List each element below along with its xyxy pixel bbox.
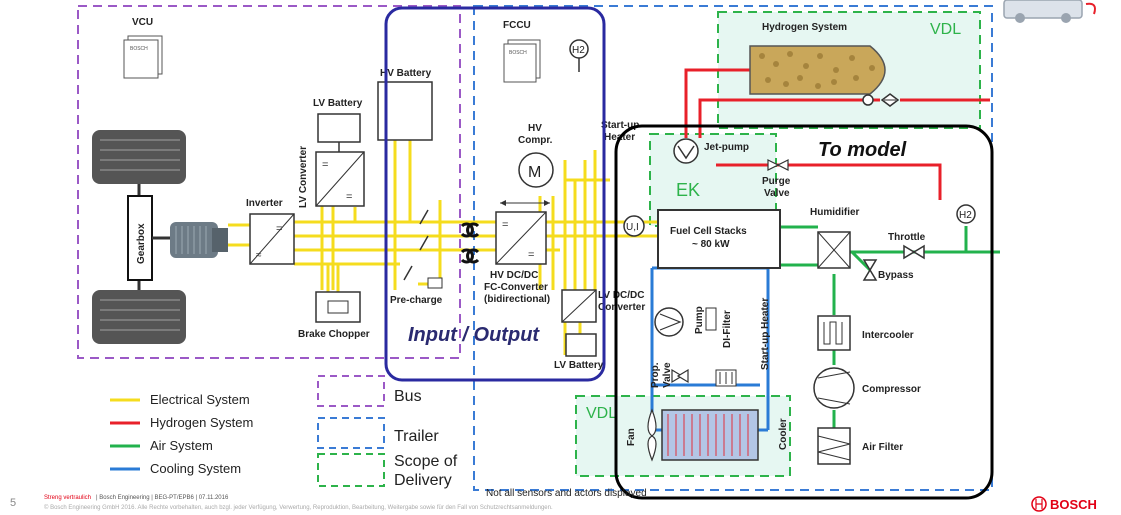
svg-text:DI-Filter: DI-Filter — [722, 310, 733, 348]
hv-battery-label: HV Battery — [380, 68, 432, 79]
svg-text:Start-up: Start-up — [601, 120, 639, 131]
svg-text:≈: ≈ — [256, 250, 262, 261]
footer-meta: | Bosch Engineering | BEG-PT/EPB6 | 07.1… — [96, 495, 229, 501]
h2-sensor-right: H2 — [957, 205, 975, 223]
to-model-label: To model — [818, 139, 907, 161]
inverter-label: Inverter — [246, 198, 283, 209]
svg-text:Jet-pump: Jet-pump — [704, 142, 749, 153]
vdl-bottom-label: VDL — [586, 405, 617, 422]
svg-text:Fuel Cell Stacks: Fuel Cell Stacks — [670, 226, 747, 237]
legend-air: Air System — [150, 438, 213, 453]
svg-text:LV Battery: LV Battery — [554, 360, 604, 371]
page-number: 5 — [10, 497, 16, 509]
footer-copyright: © Bosch Engineering GmbH 2016. Alle Rech… — [44, 504, 553, 511]
coolant-pump: Pump — [655, 306, 705, 336]
svg-text:Valve: Valve — [662, 362, 673, 388]
compressor: Compressor — [814, 368, 921, 408]
svg-text:Compr.: Compr. — [518, 135, 553, 146]
svg-text:=: = — [502, 219, 508, 231]
throttle-valve: Throttle — [888, 232, 926, 258]
svg-text:H2: H2 — [959, 210, 972, 221]
air-piping — [780, 226, 1000, 428]
wheel-bottom — [92, 290, 186, 344]
svg-text:=: = — [276, 223, 282, 235]
lv-battery-2: LV Battery — [554, 334, 604, 371]
svg-text:=: = — [528, 249, 534, 261]
svg-text:U,I: U,I — [626, 222, 639, 233]
svg-text:H2: H2 — [572, 45, 585, 56]
svg-text:HV: HV — [528, 123, 542, 134]
humidifier: Humidifier — [810, 207, 860, 268]
air-filter: Air Filter — [818, 428, 903, 464]
lv-converter-label: LV Converter — [298, 146, 309, 208]
pre-charge-label: Pre-charge — [390, 295, 443, 306]
legend-electrical: Electrical System — [150, 392, 250, 407]
svg-text:=: = — [322, 159, 328, 171]
vcu-label: VCU — [132, 17, 153, 28]
ui-sensor: U,I — [624, 216, 644, 236]
brake-chopper: Brake Chopper — [298, 292, 370, 340]
svg-text:BOSCH: BOSCH — [130, 46, 148, 52]
svg-text:~ 80 kW: ~ 80 kW — [692, 239, 730, 250]
pre-charge-resistor: Pre-charge — [390, 278, 443, 306]
svg-text:=: = — [346, 191, 352, 203]
h2-sensor-top: H2 — [570, 40, 588, 72]
gearbox-label: Gearbox — [136, 223, 147, 264]
fuel-cell-stacks: Fuel Cell Stacks ~ 80 kW — [658, 210, 780, 268]
lv-battery-label: LV Battery — [313, 98, 363, 109]
sensor-note: Not all sensors and actors displayed — [486, 488, 647, 499]
svg-text:Purge: Purge — [762, 176, 791, 187]
svg-text:FC-Converter: FC-Converter — [484, 282, 548, 293]
svg-text:Pump: Pump — [694, 306, 705, 334]
fccu-unit: FCCU BOSCH — [503, 20, 540, 82]
legend-hydrogen: Hydrogen System — [150, 415, 253, 430]
legend-bus: Bus — [394, 388, 422, 405]
legend-delivery-2: Delivery — [394, 472, 452, 489]
svg-text:Bypass: Bypass — [878, 270, 914, 281]
svg-text:Hydrogen System: Hydrogen System — [762, 22, 847, 33]
svg-text:BOSCH: BOSCH — [1050, 497, 1097, 512]
svg-text:VDL: VDL — [930, 21, 961, 38]
svg-text:Humidifier: Humidifier — [810, 207, 860, 218]
bypass-valve: Bypass — [864, 260, 914, 281]
intercooler: Intercooler — [818, 316, 914, 350]
svg-text:BOSCH: BOSCH — [509, 50, 527, 56]
hv-dcdc-converter: = = HV DC/DC FC-Converter (bidirectional… — [484, 200, 550, 305]
svg-text:Intercooler: Intercooler — [862, 330, 914, 341]
svg-text:Fan: Fan — [626, 428, 637, 446]
legend: Electrical System Hydrogen System Air Sy… — [110, 376, 458, 489]
input-output-label: Input / Output — [408, 324, 540, 346]
vcu-unit: VCU BOSCH — [124, 17, 162, 78]
hv-connectors — [462, 224, 478, 262]
inverter: Inverter = ≈ — [246, 198, 294, 264]
axle-assembly: Gearbox — [92, 130, 228, 344]
svg-text:Air Filter: Air Filter — [862, 442, 903, 453]
fccu-label: FCCU — [503, 20, 531, 31]
motor-m-label: M — [528, 164, 541, 181]
hv-compressor-motor: HV Compr. M — [518, 123, 553, 187]
svg-text:Prop.: Prop. — [650, 362, 661, 388]
bosch-logo: BOSCH — [1032, 497, 1097, 512]
svg-text:(bidirectional): (bidirectional) — [484, 294, 550, 305]
brake-chopper-label: Brake Chopper — [298, 329, 370, 340]
legend-trailer: Trailer — [394, 428, 439, 445]
di-filter: DI-Filter — [706, 308, 733, 348]
svg-text:Valve: Valve — [764, 188, 790, 199]
ek-label: EK — [676, 180, 700, 200]
svg-text:Throttle: Throttle — [888, 232, 926, 243]
svg-text:Start-up Heater: Start-up Heater — [760, 298, 771, 370]
lv-converter: LV Converter = = — [298, 146, 364, 208]
svg-text:Compressor: Compressor — [862, 384, 921, 395]
legend-delivery-1: Scope of — [394, 453, 458, 470]
footer-confidential: Streng vertraulich — [44, 495, 91, 501]
lv-battery-1: LV Battery — [313, 98, 363, 152]
wheel-top — [92, 130, 186, 184]
svg-text:HV DC/DC: HV DC/DC — [490, 270, 538, 281]
legend-cooling: Cooling System — [150, 461, 241, 476]
truck-icon — [1004, 0, 1095, 23]
traction-motor — [170, 222, 228, 258]
svg-text:Cooler: Cooler — [778, 418, 789, 450]
